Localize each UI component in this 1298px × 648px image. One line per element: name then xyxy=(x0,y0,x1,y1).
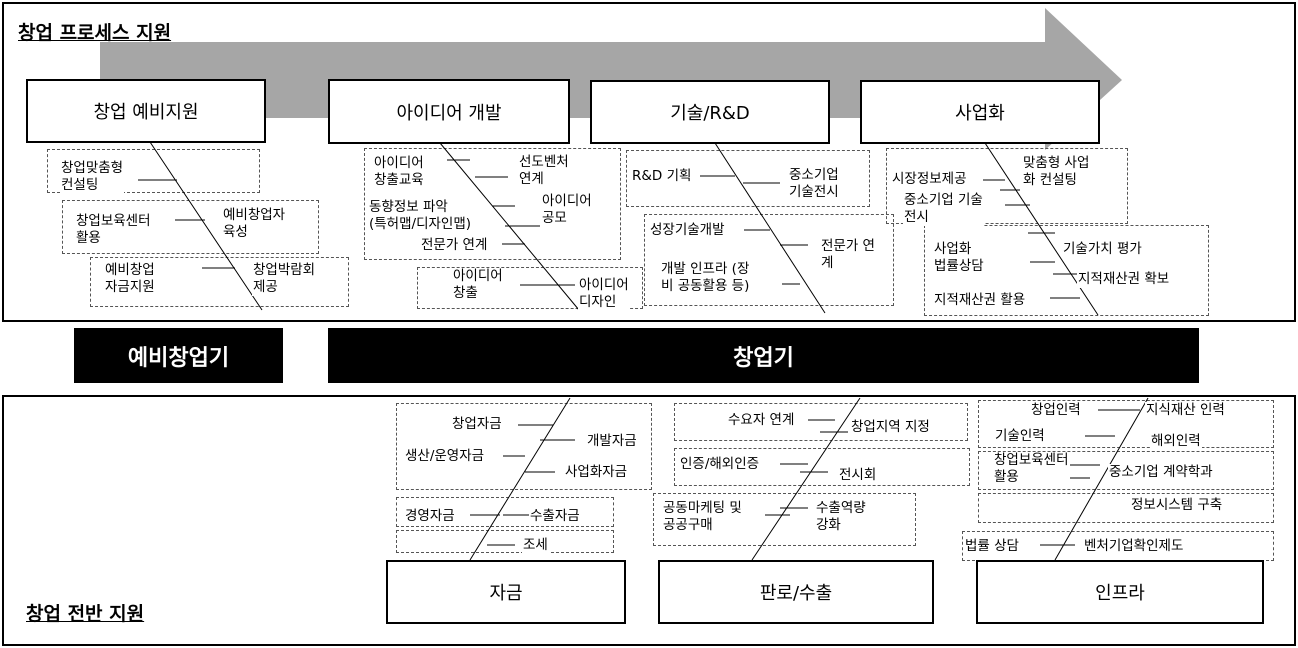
label-com-valuation: 기술가치 평가 xyxy=(1062,241,1143,258)
label-idea-trend: 동향정보 파악 (특허맵/디자인맵) xyxy=(368,199,473,233)
group-pre-3 xyxy=(90,257,349,307)
bottom-frame xyxy=(2,395,1296,646)
label-sales-demand: 수요자 연계 xyxy=(727,412,796,429)
label-sales-marketing: 공동마케팅 및 공공구매 xyxy=(662,500,743,534)
label-fund-dev: 개발자금 xyxy=(586,433,638,450)
label-com-ip-use: 지적재산권 활용 xyxy=(933,292,1027,309)
label-pre-founder-training: 예비창업자 육성 xyxy=(222,207,287,241)
group-idea-1 xyxy=(364,148,621,260)
label-sales-export: 수출역량 강화 xyxy=(815,500,867,534)
label-tech-expert: 전문가 연 계 xyxy=(820,238,876,272)
phase-pre-startup: 예비창업기 xyxy=(74,328,283,383)
stage-idea: 아이디어 개발 xyxy=(328,79,570,144)
group-com-2 xyxy=(924,225,1209,316)
label-com-consulting: 맞춤형 사업 화 컨설팅 xyxy=(1022,155,1091,189)
label-tech-rnd-plan: R&D 기획 xyxy=(631,168,693,185)
stage-infra: 인프라 xyxy=(976,560,1264,624)
label-infra-tech-staff: 기술인력 xyxy=(994,428,1046,445)
label-pre-fund: 예비창업 자금지원 xyxy=(104,262,156,296)
label-infra-legal: 법률 상담 xyxy=(964,538,1020,555)
group-fund-3 xyxy=(396,530,614,553)
group-infra-1 xyxy=(978,400,1274,448)
label-fund-operation: 생산/운영자금 xyxy=(404,448,486,465)
top-section-title: 창업 프로세스 지원 xyxy=(18,22,172,44)
label-infra-overseas: 해외인력 xyxy=(1150,433,1202,450)
label-com-ip-secure: 지적재산권 확보 xyxy=(1077,271,1171,288)
stage-fund: 자금 xyxy=(386,560,626,624)
stage-commercial: 사업화 xyxy=(860,80,1100,144)
top-frame xyxy=(2,2,1296,322)
label-infra-info-system: 정보시스템 구축 xyxy=(1130,497,1224,514)
stage-sales: 판로/수출 xyxy=(658,560,934,624)
stage-pre-support: 창업 예비지원 xyxy=(26,79,266,143)
label-infra-founder: 창업인력 xyxy=(1030,402,1082,419)
label-idea-venture: 선도벤처 연계 xyxy=(518,154,570,188)
label-infra-ip-staff: 지식재산 인력 xyxy=(1145,402,1226,419)
group-tech-1 xyxy=(626,150,870,207)
label-tech-exhibit: 중소기업 기술전시 xyxy=(788,167,840,201)
group-fund-1 xyxy=(396,403,652,490)
label-pre-incubator: 창업보육센터 활용 xyxy=(75,213,152,247)
group-fund-2 xyxy=(396,497,614,527)
label-tech-growth: 성장기술개발 xyxy=(649,222,726,239)
label-idea-contest: 아이디어 공모 xyxy=(541,193,593,227)
group-pre-2 xyxy=(62,200,319,254)
label-pre-consulting: 창업맞춤형 컨설팅 xyxy=(60,160,125,194)
group-sales-2 xyxy=(674,448,970,486)
group-pre-1 xyxy=(47,149,260,193)
stage-tech: 기술/R&D xyxy=(590,80,830,144)
label-infra-incubator: 창업보육센터 활용 xyxy=(993,452,1070,486)
label-idea-design: 아이디어 디자인 xyxy=(578,277,630,311)
group-sales-3 xyxy=(653,493,916,546)
label-fund-management: 경영자금 xyxy=(404,508,456,525)
group-infra-2 xyxy=(978,451,1274,490)
label-sales-exhibition: 전시회 xyxy=(838,467,878,484)
label-infra-venture-cert: 벤처기업확인제도 xyxy=(1083,538,1185,555)
group-sales-1 xyxy=(674,403,968,441)
bottom-section-title: 창업 전반 지원 xyxy=(26,603,145,625)
label-com-legal: 사업화 법률상담 xyxy=(933,241,985,275)
label-idea-create: 아이디어 창출 xyxy=(452,268,504,302)
label-com-exhibit: 중소기업 기술 전시 xyxy=(903,192,984,226)
group-com-1 xyxy=(886,148,1128,224)
label-com-market: 시장정보제공 xyxy=(891,171,968,188)
label-fund-commercial: 사업화자금 xyxy=(564,464,629,481)
label-sales-cert: 인증/해외인증 xyxy=(679,456,761,473)
label-sales-region: 창업지역 지정 xyxy=(850,419,931,436)
label-infra-contract-dept: 중소기업 계약학과 xyxy=(1108,464,1214,481)
group-idea-2 xyxy=(417,267,643,309)
label-idea-edu: 아이디어 창출교육 xyxy=(373,155,425,189)
group-tech-2 xyxy=(644,214,894,306)
label-tech-infra: 개발 인프라 (장 비 공동활용 등) xyxy=(660,261,751,295)
group-infra-3 xyxy=(978,493,1274,523)
label-fund-export: 수출자금 xyxy=(529,508,581,525)
label-fund-tax: 조세 xyxy=(522,537,549,554)
label-idea-expert: 전문가 연계 xyxy=(420,237,489,254)
label-pre-fair: 창업박람회 제공 xyxy=(252,262,317,296)
phase-startup: 창업기 xyxy=(328,328,1199,383)
label-fund-startup: 창업자금 xyxy=(451,416,503,433)
